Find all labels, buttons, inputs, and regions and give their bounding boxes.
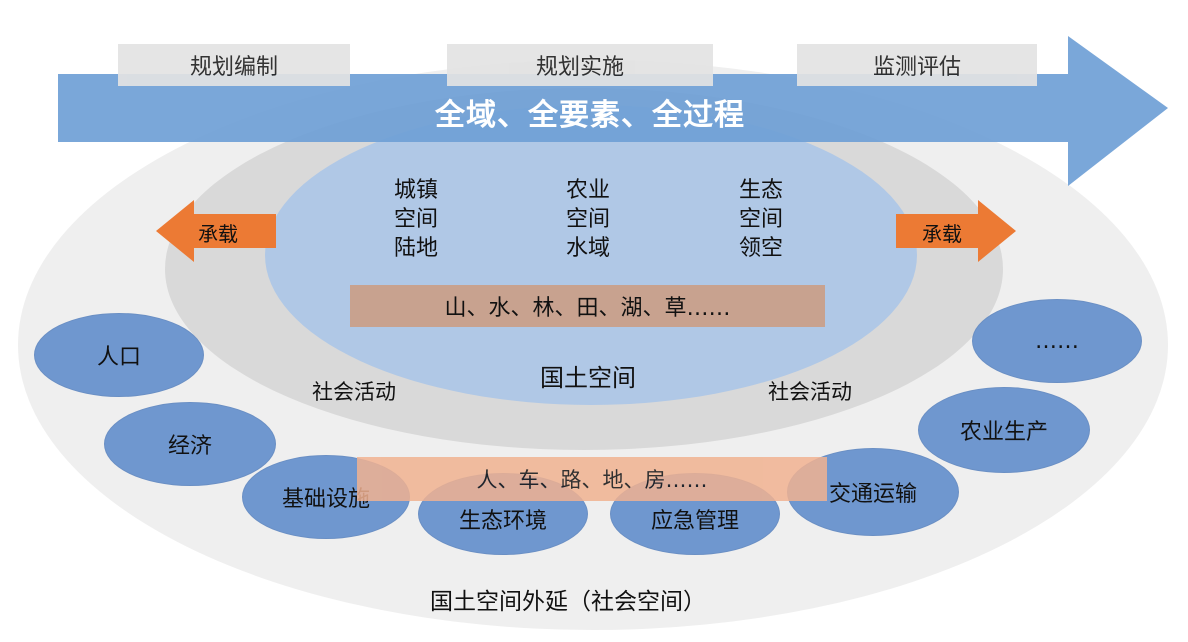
carry-arrow-left: 承载 xyxy=(156,200,276,262)
process-title: 全域、全要素、全过程 xyxy=(435,98,745,133)
column-text: 农业 xyxy=(565,178,610,203)
column-text: 领空 xyxy=(738,236,783,261)
column-text: 空间 xyxy=(565,207,610,232)
stage-implementation: 规划实施 xyxy=(447,44,713,86)
process-arrow xyxy=(58,36,1168,186)
territorial-space-label: 国土空间 xyxy=(540,364,636,392)
carry-label: 承载 xyxy=(922,222,962,246)
urban-space-column: 城镇 空间 陆地 xyxy=(361,176,471,263)
natural-elements-bar: 山、水、林、田、湖、草…… xyxy=(350,285,825,327)
social-activity-label-right: 社会活动 xyxy=(768,380,852,404)
column-text: 空间 xyxy=(393,207,438,232)
carry-label: 承载 xyxy=(198,222,238,246)
column-text: 空间 xyxy=(738,207,783,232)
stage-planning: 规划编制 xyxy=(118,44,350,86)
social-item-agriculture: 农业生产 xyxy=(918,387,1090,473)
left-arrow-icon xyxy=(156,200,276,262)
territorial-space-ellipse xyxy=(265,105,917,405)
stage-monitoring: 监测评估 xyxy=(797,44,1037,86)
column-text: 生态 xyxy=(738,178,783,203)
outer-extension-label: 国土空间外延（社会空间） xyxy=(430,589,706,615)
social-item-economy: 经济 xyxy=(104,402,276,486)
carry-arrow-right: 承载 xyxy=(896,200,1016,262)
social-item-more: …… xyxy=(972,299,1142,383)
right-arrow-icon xyxy=(896,200,1016,262)
ecological-space-column: 生态 空间 领空 xyxy=(706,176,816,263)
column-text: 陆地 xyxy=(393,236,438,261)
social-activity-label-left: 社会活动 xyxy=(312,380,396,404)
column-text: 水域 xyxy=(565,236,610,261)
column-text: 城镇 xyxy=(393,178,438,203)
agricultural-space-column: 农业 空间 水域 xyxy=(533,176,643,263)
social-elements-bar: 人、车、路、地、房…… xyxy=(357,457,827,501)
social-item-population: 人口 xyxy=(34,313,204,397)
